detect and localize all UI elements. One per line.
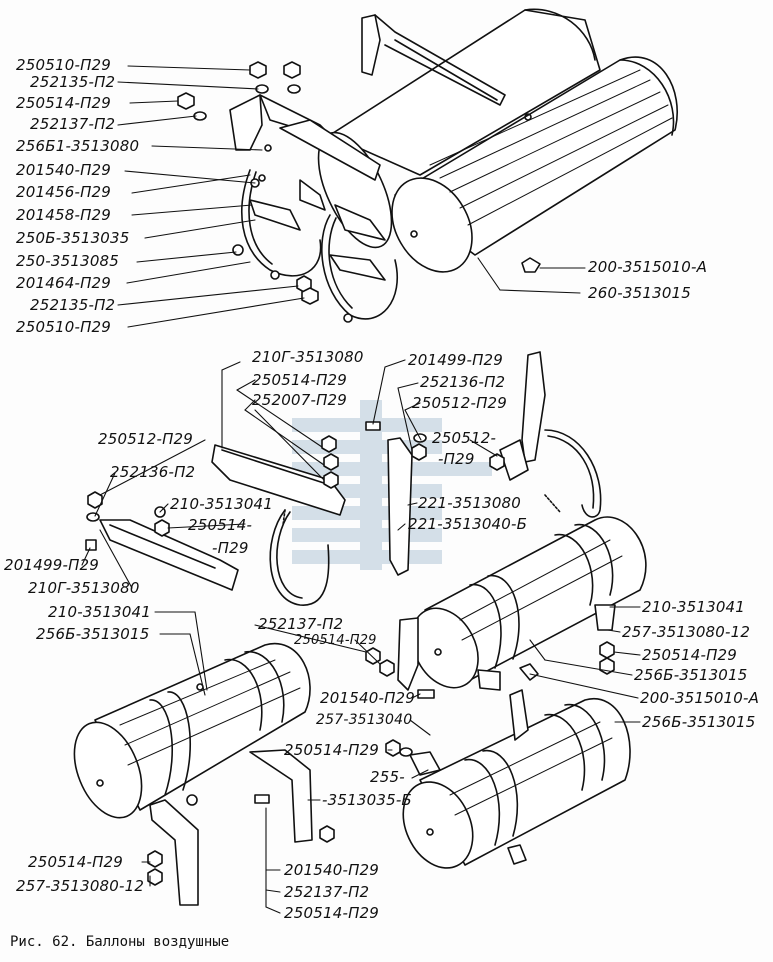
part-label: 210-3513041	[642, 598, 746, 616]
part-label: 250514-П29	[284, 904, 380, 922]
part-label: 201540-П29	[320, 689, 416, 707]
part-label: 221-3513080	[418, 494, 522, 512]
part-label: -П29	[212, 539, 249, 557]
part-label: 250510-П29	[16, 318, 112, 336]
part-label: 250512-П29	[98, 430, 194, 448]
top-air-tank	[317, 8, 678, 273]
middle-u-bolts	[269, 429, 602, 606]
bottom-right-air-tank	[402, 689, 631, 869]
part-label: 210Г-3513080	[252, 348, 364, 366]
part-label: 200-3515010-А	[588, 258, 708, 276]
middle-right-air-tank	[397, 516, 647, 691]
part-label: 201540-П29	[16, 161, 112, 179]
part-label: 250514-П29	[642, 646, 738, 664]
part-label: 252135-П2	[30, 296, 116, 314]
part-label: 201456-П29	[16, 183, 112, 201]
bottom-fasteners	[365, 641, 615, 757]
part-label: 201464-П29	[16, 274, 112, 292]
part-label: 250514-П29	[16, 94, 112, 112]
part-label: 256Б1-3513080	[16, 137, 140, 155]
part-label: 210Г-3513080	[28, 579, 140, 597]
part-label: 250-3513085	[16, 252, 120, 270]
part-label: 201540-П29	[284, 861, 380, 879]
part-label: -3513035-Б	[322, 791, 412, 809]
figure-caption: Рис. 62. Баллоны воздушные	[10, 934, 230, 950]
bottom-left-brackets	[147, 749, 335, 906]
part-label: 250514-П29	[28, 853, 124, 871]
part-label: 250514-	[188, 516, 253, 534]
part-label: 252136-П2	[110, 463, 196, 481]
part-label: 250514-П29	[252, 371, 348, 389]
middle-brackets	[99, 351, 546, 591]
part-label: 250Б-3513035	[16, 229, 130, 247]
part-label: 201499-П29	[408, 351, 504, 369]
part-label: 257-3513080-12	[16, 877, 145, 895]
part-label: 250512-	[432, 429, 497, 447]
part-label: 250512-П29	[412, 394, 508, 412]
part-label: 252137-П2	[258, 615, 344, 633]
part-label: 250514-П29	[294, 633, 377, 648]
middle-fasteners	[85, 421, 505, 551]
part-label: -П29	[438, 450, 475, 468]
part-label: 210-3513041	[170, 495, 274, 513]
part-label: 200-3515010-А	[640, 689, 760, 707]
top-fasteners	[177, 61, 541, 305]
top-mounting-brackets	[229, 94, 398, 323]
part-label: 260-3513015	[588, 284, 692, 302]
part-label: 201499-П29	[4, 556, 100, 574]
part-label: 255-	[370, 768, 405, 786]
part-label: 256Б-3513015	[642, 713, 756, 731]
part-label: 221-3513040-Б	[408, 515, 528, 533]
part-label: 252137-П2	[284, 883, 370, 901]
leader-lines	[81, 65, 641, 914]
part-label: 252135-П2	[30, 73, 116, 91]
bottom-left-air-tank	[73, 642, 311, 819]
part-label: 256Б-3513015	[36, 625, 150, 643]
part-label: 256Б-3513015	[634, 666, 748, 684]
part-label: 252007-П29	[252, 391, 348, 409]
part-label: 201458-П29	[16, 206, 112, 224]
part-label: 252137-П2	[30, 115, 116, 133]
part-label: 210-3513041	[48, 603, 152, 621]
part-label: 257-3513080-12	[622, 623, 751, 641]
part-label: 257-3513040	[316, 712, 413, 728]
part-label: 252136-П2	[420, 373, 506, 391]
part-label: 250514-П29	[284, 741, 380, 759]
part-label: 250510-П29	[16, 56, 112, 74]
